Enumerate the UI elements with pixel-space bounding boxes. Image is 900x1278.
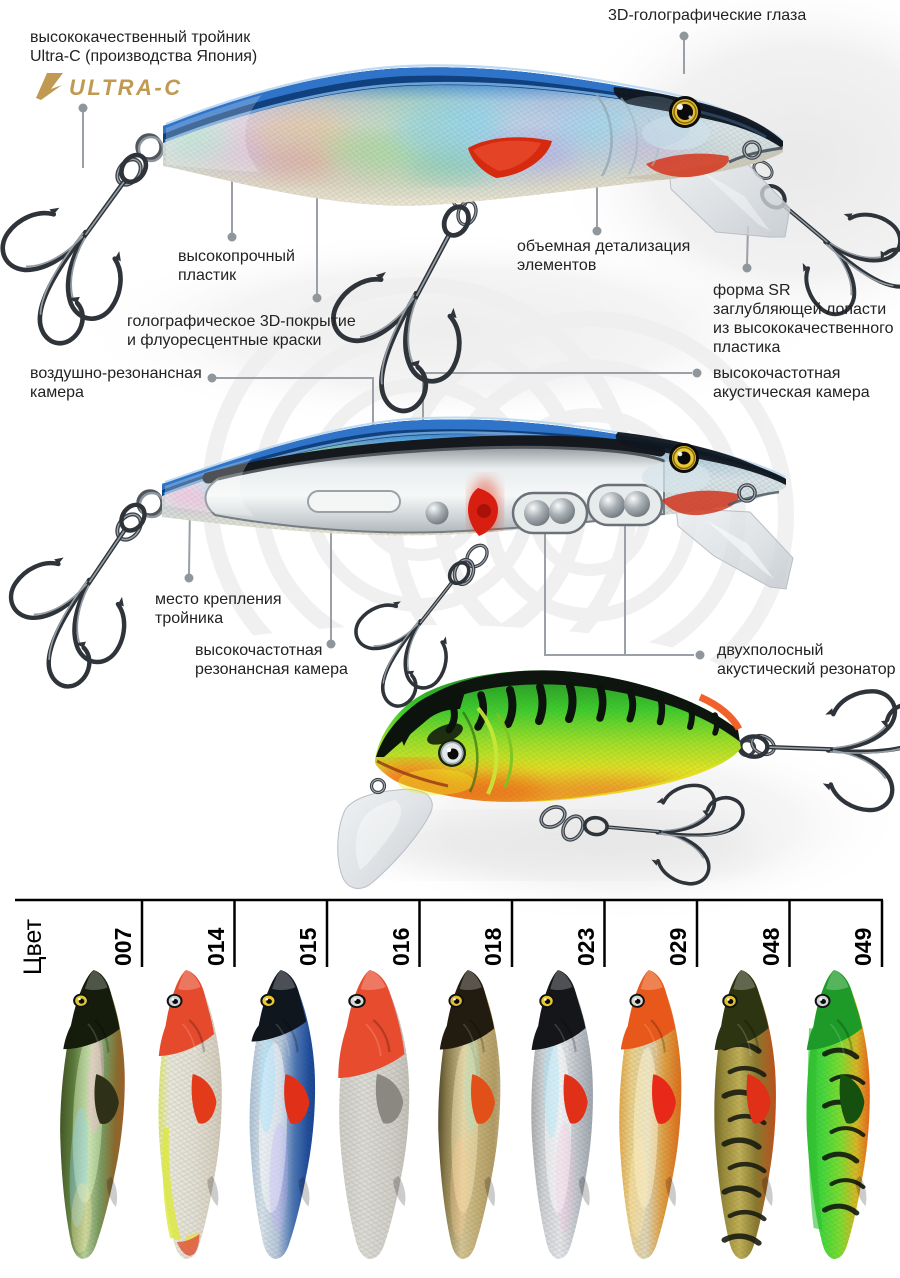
svg-text:ULTRA-C: ULTRA-C <box>69 75 183 100</box>
